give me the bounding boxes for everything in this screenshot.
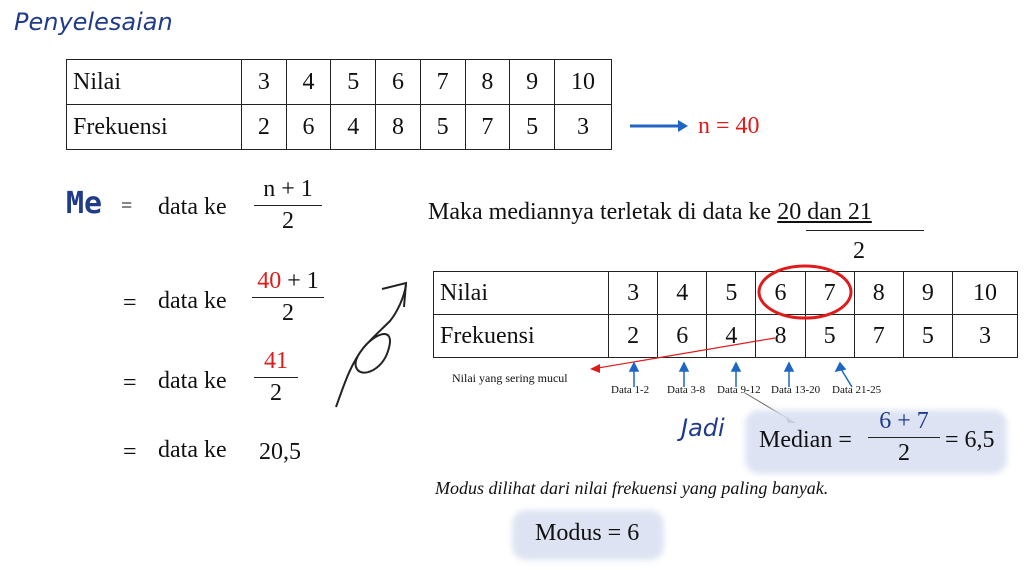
modus-result: Modus = 6 — [535, 520, 640, 546]
table1-cell: 6 — [375, 59, 421, 105]
table1-cell: 9 — [509, 59, 555, 105]
data-ke-text: data ke — [158, 368, 227, 394]
data-ke-text: data ke — [158, 194, 227, 220]
frequency-table-2: Nilai 3 4 5 6 7 8 9 10 Frekuensi 2 6 4 8… — [433, 271, 1018, 358]
frequency-table-1: Nilai 3 4 5 6 7 8 9 10 Frekuensi 2 6 4 8… — [66, 59, 612, 150]
table1-cell: 7 — [419, 59, 466, 105]
equals-sign: = — [123, 290, 137, 316]
table2-cell: 3 — [607, 271, 659, 315]
table2-cell: 4 — [706, 314, 757, 358]
table1-cell: 4 — [285, 59, 332, 105]
table1-cell: 4 — [330, 104, 377, 150]
fraction-denominator: 2 — [282, 300, 294, 326]
median-location-underlined: 20 dan 21 — [777, 199, 872, 225]
median-result: = 6,5 — [945, 427, 995, 453]
equals-sign: = — [121, 195, 133, 217]
jadi-label: Jadi — [681, 414, 725, 442]
table1-cell: 6 — [285, 104, 332, 150]
fraction-numerator: n + 1 — [263, 176, 313, 202]
data-ke-text: data ke — [158, 437, 227, 463]
table2-cell: 5 — [902, 314, 954, 358]
right-arrow-icon — [630, 120, 688, 132]
n-total: n = 40 — [698, 113, 760, 139]
fraction-numerator: 41 — [264, 348, 288, 374]
table2-cell: 5 — [706, 271, 757, 315]
fraction-denominator: 2 — [270, 380, 282, 406]
median-symbol: Me — [66, 186, 103, 221]
equals-sign: = — [123, 370, 137, 396]
equals-sign: = — [123, 439, 137, 465]
median-fraction-bar — [806, 230, 924, 231]
median-label: Median = — [759, 427, 852, 453]
table1-cell: 8 — [375, 104, 421, 150]
fraction-numerator-rest: + 1 — [281, 268, 319, 294]
table2-cell: 3 — [952, 314, 1018, 358]
table2-cell: 7 — [853, 314, 904, 358]
median-fraction: 6 + 7 2 — [868, 408, 940, 467]
table1-cell: 3 — [241, 59, 287, 105]
page-heading: Penyelesaian — [14, 8, 173, 36]
modus-note: Modus dilihat dari nilai frekuensi yang … — [435, 478, 829, 498]
median-location-prefix: Maka mediannya terletak di data ke — [428, 199, 778, 225]
red-arrowhead-icon — [590, 364, 600, 373]
median-position-result: 20,5 — [259, 439, 301, 465]
median-highlight-brush — [745, 410, 1007, 474]
curly-arrow-icon — [335, 281, 408, 408]
table2-row2-label: Frekuensi — [433, 314, 609, 358]
table2-cell: 9 — [902, 271, 954, 315]
table2-cell: 10 — [952, 271, 1018, 315]
table1-cell: 3 — [554, 104, 612, 150]
table1-cell: 5 — [330, 59, 377, 105]
table1-cell: 5 — [509, 104, 555, 150]
fraction-numerator: 40 + 1 — [252, 268, 324, 295]
table2-cell: 8 — [853, 271, 904, 315]
median-location-text: Maka mediannya terletak di data ke 20 da… — [428, 199, 872, 226]
annotation-data-range: Data 13-20 — [771, 384, 821, 396]
table1-cell: 7 — [464, 104, 511, 150]
median-location-denominator: 2 — [853, 238, 865, 264]
table2-cell: 5 — [804, 314, 855, 358]
table1-row2-label: Frekuensi — [66, 104, 242, 150]
table1-cell: 10 — [554, 59, 612, 105]
fraction-41-over-2: 41 2 — [254, 348, 298, 407]
fraction-numerator-red: 40 — [257, 268, 282, 294]
table1-cell: 2 — [241, 104, 287, 150]
annotation-data-range: Data 21-25 — [832, 384, 882, 396]
annotation-data-range: Data 9-12 — [717, 384, 761, 396]
fraction-n-plus-1: n + 1 2 — [254, 176, 322, 235]
table1-row1-label: Nilai — [66, 59, 242, 105]
annotation-data-range: Data 1-2 — [611, 384, 650, 396]
highlight-circle-icon — [757, 264, 853, 320]
table2-cell: 4 — [657, 271, 708, 315]
annotation-mode-note: Nilai yang sering mucul — [452, 371, 568, 385]
median-numerator: 6 + 7 — [879, 408, 929, 434]
table2-row1-label: Nilai — [433, 271, 609, 315]
table2-cell: 2 — [607, 314, 659, 358]
fraction-denominator: 2 — [282, 208, 294, 234]
modus-highlight-brush — [512, 510, 664, 560]
table2-cell: 7 — [804, 271, 855, 315]
table2-cell: 6 — [755, 271, 806, 315]
table1-cell: 8 — [464, 59, 511, 105]
table1-cell: 5 — [419, 104, 466, 150]
annotation-data-range: Data 3-8 — [667, 384, 706, 396]
fraction-40-plus-1: 40 + 1 2 — [252, 268, 324, 327]
median-denominator: 2 — [898, 440, 910, 466]
data-ke-text: data ke — [158, 288, 227, 314]
